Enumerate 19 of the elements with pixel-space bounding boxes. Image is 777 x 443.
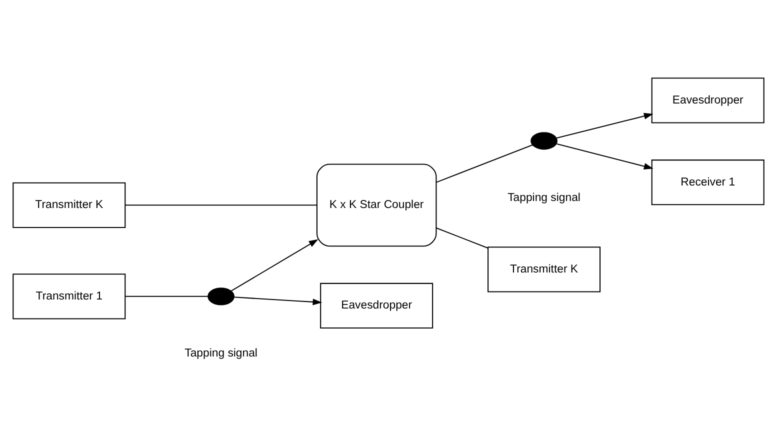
- connector: [436, 228, 488, 249]
- arrow: [556, 143, 654, 170]
- node-box: Eavesdropper: [651, 78, 764, 124]
- connector: [125, 204, 317, 206]
- node-label: Tapping signal: [184, 347, 258, 360]
- arrow: [234, 296, 322, 306]
- arrow: [556, 112, 654, 138]
- node-box: Eavesdropper: [320, 282, 434, 329]
- node-ellipse: [530, 132, 558, 150]
- node-box: K x K Star Coupler: [316, 164, 437, 247]
- node-box: Transmitter 1: [12, 274, 126, 320]
- node-box: Receiver 1: [651, 160, 764, 206]
- node-box: Transmitter K: [12, 182, 126, 228]
- node-label: Tapping signal: [508, 192, 580, 204]
- connector: [436, 144, 533, 183]
- connector: [126, 296, 208, 297]
- node-ellipse: [208, 288, 235, 306]
- node-box: Transmitter K: [488, 246, 601, 292]
- arrow: [230, 239, 318, 292]
